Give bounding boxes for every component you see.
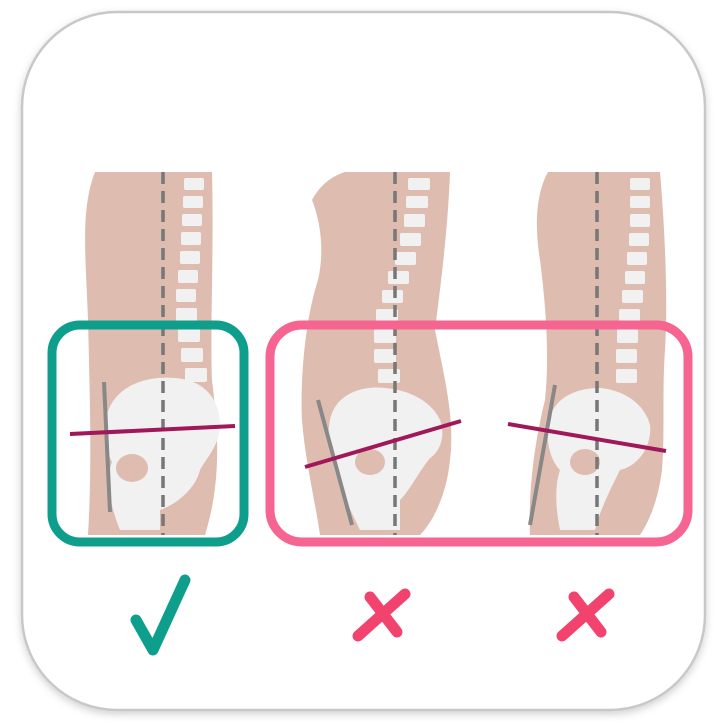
vertebrae <box>176 178 207 382</box>
pelvic-tilt-line <box>69 424 236 436</box>
neutral-posture-figure <box>69 172 236 535</box>
hip-socket <box>116 454 148 482</box>
check-mark-icon <box>130 574 191 656</box>
sacrum-bone <box>195 395 212 466</box>
hip-socket <box>570 449 600 475</box>
hip-socket <box>355 449 385 475</box>
pelvis-bone <box>328 387 443 530</box>
pelvic-tilt-line <box>304 419 462 469</box>
vertebrae <box>616 178 650 383</box>
anterior-tilt-posture-figure <box>301 172 462 535</box>
pelvis-axis-line <box>102 381 112 513</box>
pelvic-tilt-line <box>507 422 667 453</box>
cross-mark-icon <box>352 588 411 642</box>
correct-group-frame <box>47 320 249 547</box>
incorrect-group-frame <box>265 320 693 547</box>
posterior-tilt-posture-figure <box>507 172 667 535</box>
pelvis-axis-line <box>316 399 354 526</box>
cross-mark-icon <box>556 588 615 642</box>
pelvis-bone <box>104 377 220 530</box>
vertebrae <box>374 178 430 383</box>
pelvis-axis-line <box>528 384 557 526</box>
